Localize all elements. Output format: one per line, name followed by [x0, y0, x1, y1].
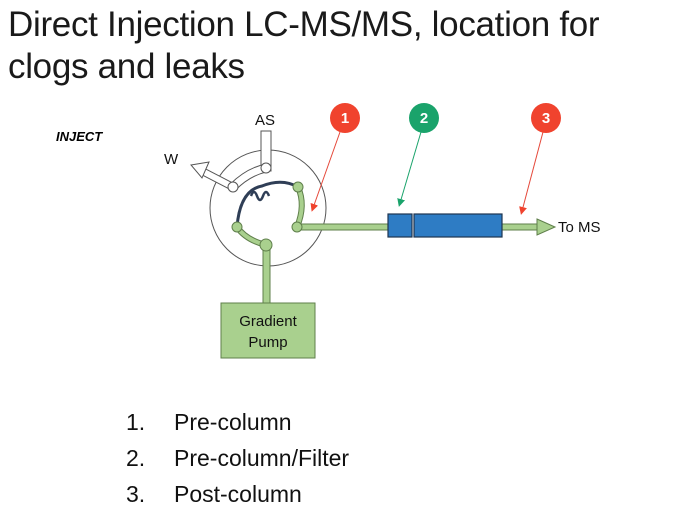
- analytical-column: [413, 213, 503, 238]
- badge-3-number: 3: [542, 110, 550, 127]
- autosampler-port: AS: [255, 112, 275, 172]
- list-item: 3. Post-column: [126, 476, 349, 512]
- destination-label: To MS: [558, 219, 601, 236]
- gradient-pump: Gradient Pump: [220, 302, 316, 359]
- pump-label-line1: Gradient: [239, 313, 297, 330]
- list-item-label: Pre-column/Filter: [174, 445, 350, 471]
- list-item-label: Pre-column: [174, 409, 292, 435]
- sample-loop: [235, 180, 299, 228]
- badge-2: 2: [397, 103, 439, 207]
- waste-line: W: [164, 151, 272, 193]
- list-item-label: Post-column: [174, 481, 302, 507]
- valve-to-column-line: [296, 223, 390, 231]
- waste-arrow-icon: [190, 161, 210, 179]
- waste-label: W: [164, 151, 179, 168]
- list-item-number: 2.: [126, 445, 146, 471]
- slide-title: Direct Injection LC-MS/MS, location for …: [8, 5, 600, 86]
- badge-2-number: 2: [420, 110, 428, 127]
- list-item-number: 1.: [126, 409, 146, 435]
- list-item-number: 3.: [126, 481, 146, 507]
- badge-1-number: 1: [341, 110, 349, 127]
- list-item: 1. Pre-column: [126, 404, 349, 440]
- inject-mode-label: INJECT: [56, 129, 103, 144]
- list-item: 2. Pre-column/Filter: [126, 440, 349, 476]
- badge-3: 3: [519, 103, 561, 215]
- column-to-ms-line: [500, 223, 540, 231]
- pre-column-filter: [387, 213, 413, 238]
- to-ms-arrow-icon: [536, 218, 557, 236]
- sample-loop-coil: [249, 190, 271, 202]
- badge-1: 1: [310, 103, 360, 212]
- pump-label-line2: Pump: [248, 334, 287, 351]
- valve-outlet-port: [291, 221, 303, 233]
- pump-line: [262, 244, 271, 306]
- location-list: 1. Pre-column 2. Pre-column/Filter 3. Po…: [126, 404, 349, 512]
- autosampler-label: AS: [255, 112, 275, 129]
- valve-pump-port: [259, 238, 273, 252]
